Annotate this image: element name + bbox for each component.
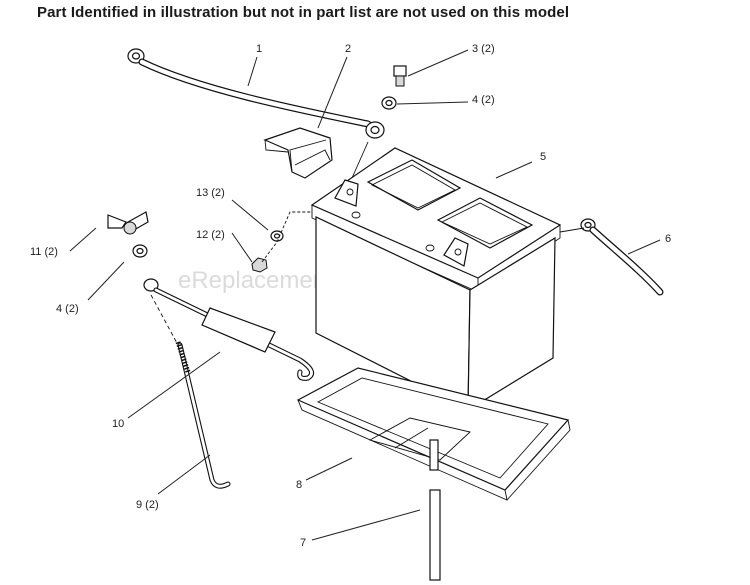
callout-9: 9 (2) — [136, 499, 159, 511]
callout-1: 1 — [256, 43, 262, 55]
callout-11: 11 (2) — [30, 246, 58, 258]
part-8-tray — [296, 367, 571, 501]
part-10-hold-down — [143, 278, 315, 381]
part-5-battery — [310, 147, 562, 412]
part-6-cable — [559, 218, 664, 296]
callout-2: 2 — [345, 43, 351, 55]
part-2-terminal-boot — [263, 127, 333, 179]
callout-5: 5 — [540, 151, 546, 163]
callout-4-lower: 4 (2) — [56, 303, 79, 315]
callout-12: 12 (2) — [196, 229, 225, 241]
part-4-washer-lower — [132, 244, 148, 258]
callout-8: 8 — [296, 479, 302, 491]
part-12-nut — [251, 257, 268, 273]
part-9-j-bolt — [175, 341, 231, 489]
part-3-bolt — [393, 65, 407, 87]
part-1-cable — [127, 48, 385, 139]
part-11-wing-nut — [107, 211, 149, 235]
callout-13: 13 (2) — [196, 187, 225, 199]
leader-lines — [69, 49, 661, 541]
callout-4-top: 4 (2) — [472, 94, 495, 106]
alignment-lines — [150, 141, 369, 346]
part-7-rod — [429, 489, 441, 581]
callout-3: 3 (2) — [472, 43, 495, 55]
callout-10: 10 — [112, 418, 124, 430]
callout-6: 6 — [665, 233, 671, 245]
part-4-washer-top — [381, 96, 397, 110]
callout-7: 7 — [300, 537, 306, 549]
diagram-header: Part Identified in illustration but not … — [37, 4, 570, 21]
callout-labels: 1 2 3 (2) 4 (2) 5 6 7 8 9 (2) 10 11 (2) … — [30, 43, 671, 549]
